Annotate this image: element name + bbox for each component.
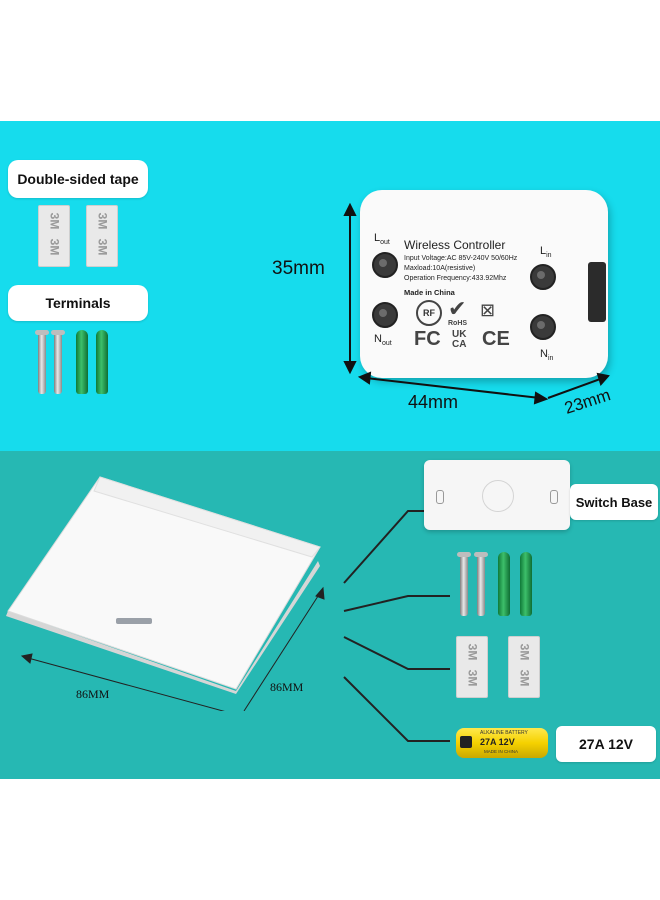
- base-screw-hole: [436, 490, 444, 504]
- controller-maxload: Maxload:10A(resistive): [404, 265, 476, 272]
- controller-title: Wireless Controller: [404, 238, 506, 252]
- terminals-label: Terminals: [8, 285, 148, 321]
- battery-label: 27A 12V: [556, 726, 656, 762]
- screw: [51, 330, 65, 394]
- base-center-hole: [482, 480, 514, 512]
- switch-depth-label: 86MM: [270, 680, 304, 694]
- controller-dimension-lines: [343, 202, 610, 405]
- battery: ALKALINE BATTERY 27A 12V MADE IN CHINA: [456, 728, 548, 758]
- switch-width-dimension-line: [27, 657, 225, 711]
- double-sided-tape-label: Double-sided tape: [8, 160, 148, 198]
- controller-side: [588, 262, 606, 322]
- width-dimension-line: [365, 377, 541, 399]
- battery-logo-icon: [460, 736, 472, 748]
- terminal-screw: [530, 264, 556, 290]
- height-dimension-label: 35mm: [272, 258, 325, 279]
- terminal-label-l-in: Lin: [540, 245, 552, 260]
- rohs-checkmark-icon: ✔: [448, 296, 467, 321]
- terminal-label-n-out: Nout: [374, 333, 392, 348]
- fc-mark: FC: [414, 328, 441, 350]
- screw: [474, 552, 488, 616]
- ce-mark: CE: [482, 328, 510, 350]
- controller-made-in: Made in China: [404, 288, 455, 297]
- width-dimension-label: 44mm: [408, 392, 459, 412]
- screw: [35, 330, 49, 394]
- connector-lines: [343, 510, 450, 742]
- screw: [457, 552, 471, 616]
- terminal-screw: [530, 314, 556, 340]
- wall-anchor: [76, 330, 88, 394]
- terminal-screw: [372, 252, 398, 278]
- switch-indicator: [116, 618, 152, 624]
- wall-anchor: [498, 552, 510, 616]
- controller-frequency: Operation Frequency:433.92Mhz: [404, 275, 507, 282]
- ukca-mark: UK CA: [452, 329, 467, 350]
- wall-anchor: [96, 330, 108, 394]
- rf-mark: RF: [416, 300, 442, 326]
- rohs-mark: RoHS: [448, 320, 468, 327]
- switch-top-strip: [93, 476, 321, 558]
- switch-width-label: 86MM: [76, 687, 110, 701]
- weee-bin-icon: ⊠: [480, 300, 496, 320]
- switch-base-plate: [424, 460, 570, 530]
- battery-brand-line: ALKALINE BATTERY: [480, 730, 528, 736]
- terminal-label-l-out: Lout: [374, 232, 390, 247]
- terminal-screw: [372, 302, 398, 328]
- switch-depth-dimension-line: [243, 592, 321, 711]
- depth-dimension-line: [547, 377, 604, 399]
- wall-anchor: [520, 552, 532, 616]
- base-screw-hole: [550, 490, 558, 504]
- battery-origin-print: MADE IN CHINA: [484, 749, 519, 754]
- terminal-label-n-in: Nin: [540, 348, 554, 363]
- switch-base-label: Switch Base: [570, 484, 658, 520]
- switch-shadow-edge: [6, 561, 320, 694]
- battery-model-print: 27A 12V: [480, 737, 515, 747]
- wireless-controller: Lout Lin Nout Nin Wireless Controller In…: [360, 190, 608, 378]
- controller-input-voltage: Input Voltage:AC 85V-240V 50/60Hz: [404, 255, 518, 262]
- wall-switch: [6, 476, 325, 711]
